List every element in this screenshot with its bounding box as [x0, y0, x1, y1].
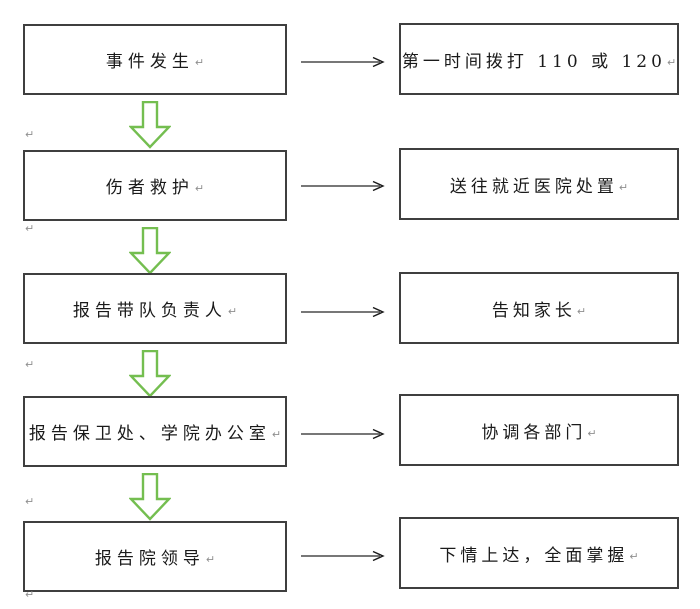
node-label: 报告院领导 [94, 549, 205, 569]
paragraph-mark-icon: ↵ [587, 426, 597, 440]
paragraph-mark-icon: ↵ [25, 588, 35, 601]
paragraph-mark-icon: ↵ [194, 56, 205, 69]
node-label: 送往就近医院处置 [449, 176, 618, 197]
paragraph-mark-icon: ↵ [25, 495, 35, 508]
node-label: 下情上达，全面掌握 [439, 545, 629, 566]
node-send-to-nearest-hospital: 送往就近医院处置↵ [399, 148, 679, 220]
node-report-college-leaders: 报告院领导↵ [23, 521, 287, 592]
node-incident-occurs: 事件发生↵ [23, 24, 287, 95]
paragraph-mark-icon: ↵ [25, 222, 35, 235]
node-report-team-leader: 报告带队负责人↵ [23, 273, 287, 344]
node-label: 伤者救护 [105, 178, 194, 198]
node-label: 事件发生 [105, 52, 194, 72]
node-coordinate-departments: 协调各部门↵ [399, 394, 679, 466]
right-arrow-icon [301, 550, 385, 562]
node-label: 报告保卫处、学院办公室 [28, 424, 271, 444]
node-label: 告知家长 [491, 300, 576, 321]
node-label: 报告带队负责人 [72, 301, 227, 321]
paragraph-mark-icon: ↵ [205, 553, 216, 566]
paragraph-mark-icon: ↵ [25, 358, 35, 371]
paragraph-mark-icon: ↵ [271, 428, 282, 441]
node-injured-rescue: 伤者救护↵ [23, 150, 287, 221]
down-arrow-icon [129, 350, 171, 398]
node-report-security-and-college-office: 报告保卫处、学院办公室↵ [23, 396, 287, 467]
right-arrow-icon [301, 56, 385, 68]
node-call-110-or-120: 第一时间拨打 110 或 120↵ [399, 23, 679, 95]
paragraph-mark-icon: ↵ [629, 549, 639, 563]
right-arrow-icon [301, 180, 385, 192]
paragraph-mark-icon: ↵ [576, 304, 587, 318]
paragraph-mark-icon: ↵ [227, 305, 238, 318]
paragraph-mark-icon: ↵ [666, 55, 677, 69]
right-arrow-icon [301, 306, 385, 318]
node-label: 协调各部门 [481, 422, 587, 443]
node-inform-parents: 告知家长↵ [399, 272, 679, 344]
down-arrow-icon [129, 473, 171, 521]
paragraph-mark-icon: ↵ [25, 128, 35, 141]
paragraph-mark-icon: ↵ [618, 180, 629, 194]
paragraph-mark-icon: ↵ [194, 182, 205, 195]
node-report-up-full-grasp: 下情上达，全面掌握↵ [399, 517, 679, 589]
down-arrow-icon [129, 101, 171, 149]
right-arrow-icon [301, 428, 385, 440]
node-label: 第一时间拨打 110 或 120 [401, 51, 666, 72]
down-arrow-icon [129, 227, 171, 275]
